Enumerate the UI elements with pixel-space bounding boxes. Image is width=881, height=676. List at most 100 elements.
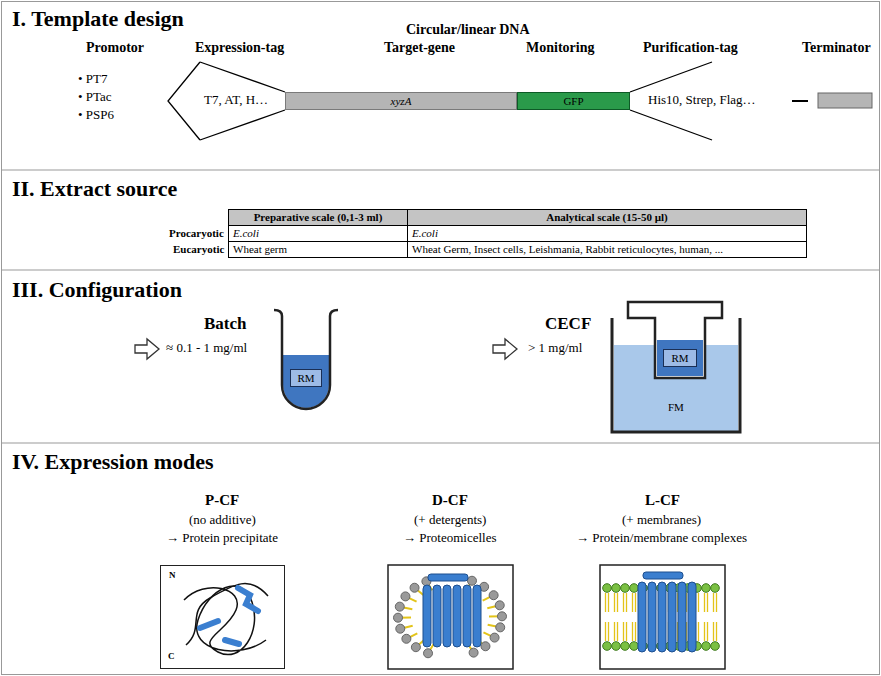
lipid-tail — [623, 622, 624, 641]
detergent-head — [402, 634, 411, 643]
lipid-tail — [608, 622, 609, 641]
lipid-head — [630, 584, 639, 593]
helix — [688, 582, 696, 652]
helix — [453, 585, 461, 647]
separator — [1, 443, 880, 444]
lipid-tail — [632, 593, 633, 612]
detergent-head — [489, 591, 498, 600]
node-text: RM — [297, 372, 314, 384]
detergent-head — [411, 643, 420, 652]
section-heading: IV. Expression modes — [12, 449, 214, 474]
helix — [668, 582, 676, 652]
lipid-tail — [716, 622, 717, 641]
lipid-tail — [626, 593, 627, 612]
lipid-tail — [614, 622, 615, 641]
lipid-head — [603, 584, 612, 593]
node-text: N — [169, 571, 176, 581]
illustration-box: NC — [160, 565, 285, 669]
feeding-liquid — [614, 345, 738, 431]
column-header: Promotor — [86, 40, 144, 56]
lipid-head — [612, 584, 621, 593]
helix-cap — [643, 572, 683, 579]
lipid-tail — [716, 593, 717, 612]
mix-label: RM — [663, 349, 697, 367]
helix — [648, 582, 656, 652]
mode-name: L-CF — [645, 492, 680, 509]
detergent-head — [490, 633, 499, 642]
lipid-head — [711, 642, 720, 651]
promoter-item: • PSP6 — [78, 108, 114, 123]
lipid-head — [621, 642, 630, 651]
dialysis-chamber — [628, 302, 722, 378]
lipid-tail — [707, 622, 708, 641]
mode-name: P-CF — [205, 492, 239, 509]
helix — [678, 582, 686, 652]
lipid-head — [702, 642, 711, 651]
section-heading: II. Extract source — [12, 176, 177, 201]
mode-name: CECF — [545, 314, 591, 334]
yield-value: > 1 mg/ml — [528, 341, 582, 356]
lipid-tail — [617, 593, 618, 612]
lipid-tail — [608, 593, 609, 612]
detergent-head — [495, 601, 504, 610]
lipid-head — [621, 584, 630, 593]
lipid-tail — [635, 622, 636, 641]
lipid-tail — [707, 593, 708, 612]
row-header: Eucaryotic — [173, 243, 224, 256]
outline-arrow — [493, 339, 517, 359]
additive-note: (no additive) — [189, 513, 256, 528]
separator — [1, 170, 880, 171]
row-header: Procaryotic — [169, 227, 224, 240]
feeding-chamber: FMRM — [614, 345, 738, 431]
lipid-head — [612, 642, 621, 651]
lipid-tail — [713, 622, 714, 641]
table-cell: E.coli — [228, 225, 408, 242]
tag-list: T7, AT, H… — [204, 93, 268, 108]
lipid-tail — [704, 622, 705, 641]
result-note: → Protein/membrane complexes — [576, 531, 747, 546]
helix — [443, 585, 451, 647]
mode-name: Batch — [204, 314, 247, 334]
helix — [473, 585, 481, 647]
column-header: Terminator — [802, 40, 871, 56]
lipid-tail — [698, 622, 699, 641]
illustration-box — [388, 565, 513, 669]
detergent-head — [395, 602, 404, 611]
lipid-tail — [632, 622, 633, 641]
mode-name: D-CF — [432, 492, 468, 509]
result-note: → Protein precipitate — [166, 531, 278, 546]
precipitate-tangle — [184, 584, 268, 655]
reaction-liquid — [283, 355, 329, 408]
detergent-head — [469, 648, 478, 657]
node-text: RM — [671, 352, 688, 364]
lipid-head — [603, 642, 612, 651]
helix — [463, 585, 471, 647]
lipid-head — [711, 584, 720, 593]
table-cell: Wheat germ — [228, 241, 408, 258]
lipid-head — [630, 642, 639, 651]
mix-label: RM — [290, 369, 322, 387]
table-cell: E.coli — [407, 225, 807, 242]
column-header: Expression-tag — [195, 40, 284, 56]
lipid-tail — [698, 593, 699, 612]
detergent-head — [481, 642, 490, 651]
yield-value: ≈ 0.1 - 1 mg/ml — [166, 341, 247, 356]
lipid-tail — [626, 622, 627, 641]
helix — [658, 582, 666, 652]
lipid-tail — [605, 622, 606, 641]
promoter-item: • PTac — [78, 90, 112, 105]
tag-box: GFP — [517, 92, 630, 110]
membrane-art — [394, 572, 720, 658]
tag-list: His10, Strep, Flag… — [648, 93, 756, 108]
detergent-head — [424, 649, 433, 658]
reaction-liquid — [657, 340, 703, 376]
node-text: GFP — [563, 95, 583, 107]
batch-tube — [274, 310, 338, 409]
table-header: Analytical scale (15-50 µl) — [407, 209, 807, 226]
column-header: Purification-tag — [643, 40, 738, 56]
helix — [433, 585, 441, 647]
construct-fans — [168, 62, 808, 140]
lipid-tail — [623, 593, 624, 612]
detergent-head — [496, 623, 505, 632]
